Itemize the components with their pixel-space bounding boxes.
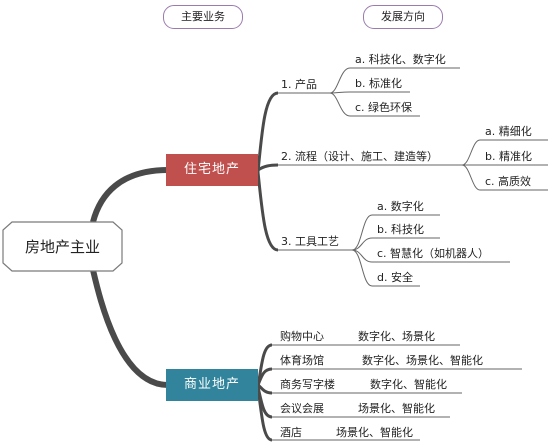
commercial-item-name: 酒店 [280,426,302,439]
group-label: 2. 流程（设计、施工、建造等） [281,150,438,163]
commercial-item-name: 会议会展 [280,402,324,415]
leaf-item: a. 数字化 [377,200,424,213]
leaf-item: a. 科技化、数字化 [355,53,446,66]
branch-residential: 住宅地产 [166,154,258,186]
commercial-item-name: 购物中心 [280,330,324,343]
branch-commercial: 商业地产 [166,369,258,401]
commercial-item-name: 商务写字楼 [280,378,335,391]
leaf-item: a. 精细化 [485,125,532,138]
leaf-item: b. 标准化 [355,77,402,90]
header-main-business: 主要业务 [163,5,243,29]
commercial-item-direction: 数字化、智能化 [370,378,447,391]
commercial-item-direction: 数字化、场景化 [358,330,435,343]
commercial-item-direction: 数字化、场景化、智能化 [362,354,483,367]
leaf-item: b. 科技化 [377,223,424,236]
leaf-item: c. 高质效 [485,175,532,188]
group-label: 1. 产品 [281,78,317,91]
root-node: 房地产主业 [24,238,100,256]
commercial-item-direction: 场景化、智能化 [358,402,435,415]
commercial-item-direction: 场景化、智能化 [336,426,413,439]
leaf-item: c. 绿色环保 [355,101,413,114]
commercial-item-name: 体育场馆 [280,354,324,367]
header-development-direction: 发展方向 [363,5,443,29]
leaf-item: c. 智慧化（如机器人） [377,247,490,260]
leaf-item: d. 安全 [377,271,413,284]
group-label: 3. 工具工艺 [281,235,339,248]
leaf-item: b. 精准化 [485,150,532,163]
